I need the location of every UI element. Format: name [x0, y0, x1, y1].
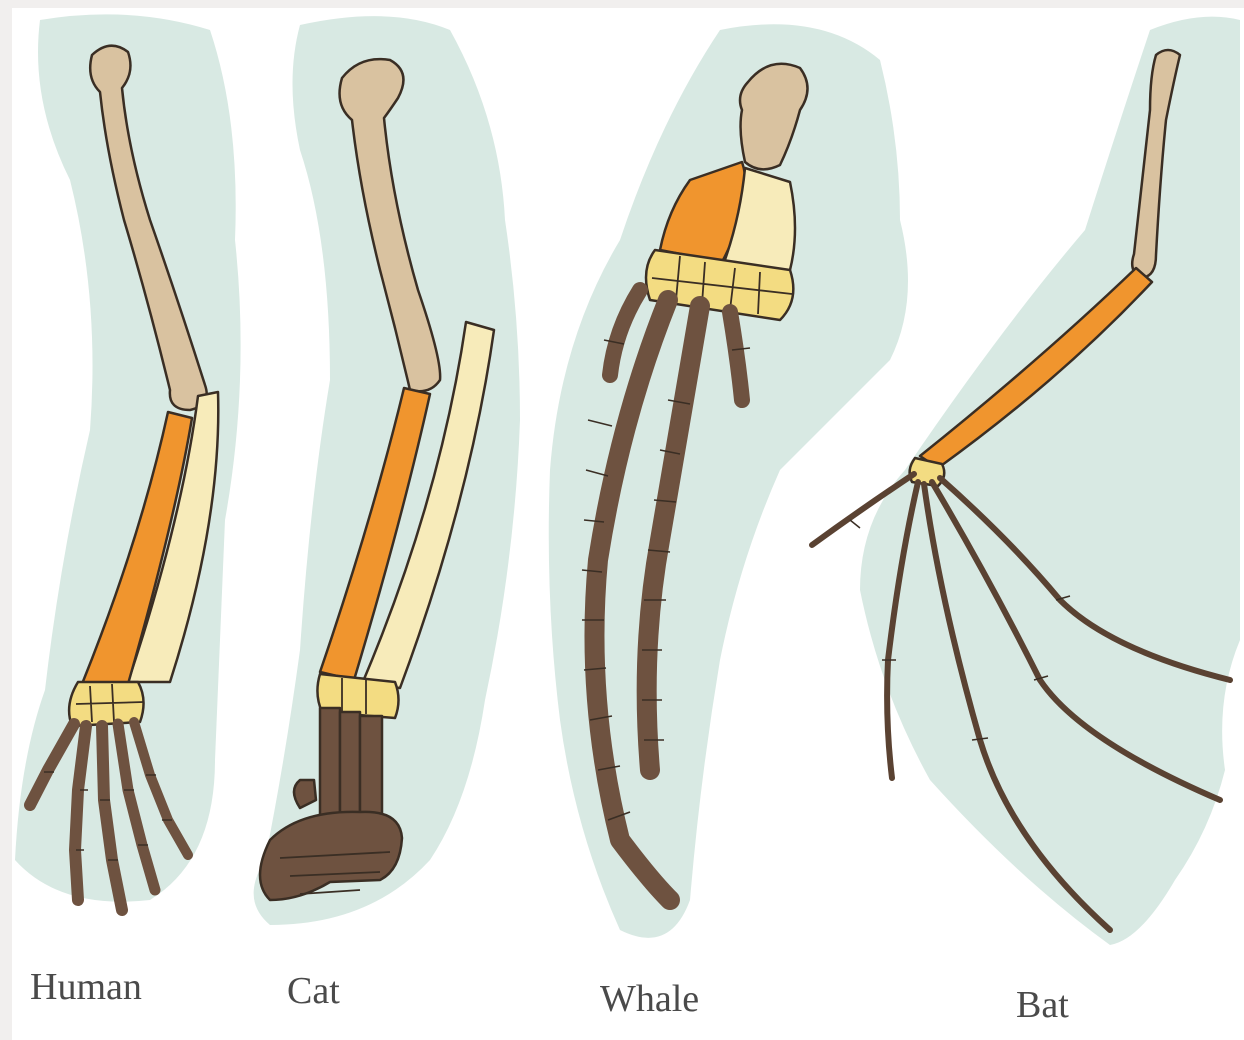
label-cat: Cat — [287, 972, 340, 1010]
cat-metacarpal-3 — [360, 716, 382, 826]
label-bat: Bat — [1016, 986, 1069, 1024]
cat-metacarpal-2 — [340, 712, 360, 824]
label-human: Human — [30, 968, 142, 1006]
label-whale: Whale — [600, 980, 699, 1018]
cat-metacarpal-1 — [320, 708, 340, 820]
